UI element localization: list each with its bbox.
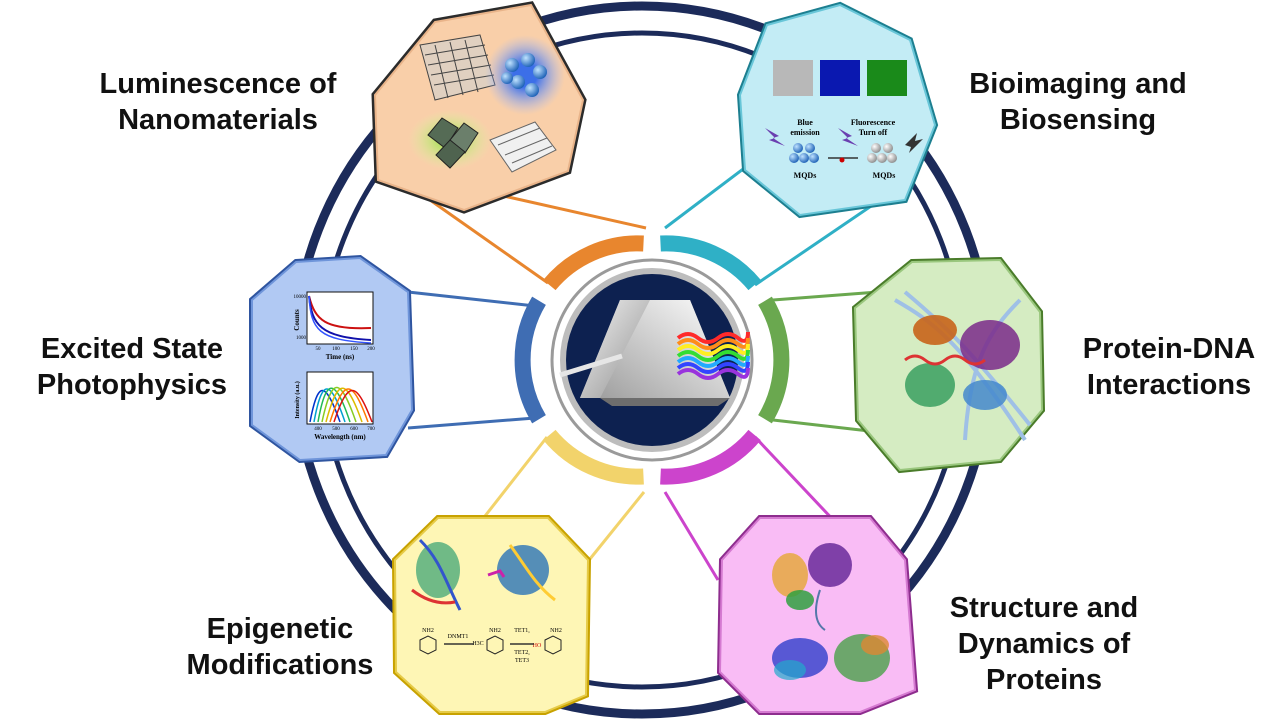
dna-enzyme-complex-icon — [411, 538, 556, 611]
decay-ytick: 10000 — [294, 295, 307, 300]
label-line: Structure and — [949, 592, 1139, 624]
octagon-epigenetic: NH2 NH2 NH2 H3C HO DNMT1 TET1, TET2, TET… — [391, 515, 592, 715]
lightning-bolt-icon — [905, 133, 923, 153]
label-line: Luminescence of — [99, 68, 337, 100]
blue-fluorescence-micrograph-image — [820, 60, 860, 96]
protein-ribbon-icon — [904, 315, 1020, 410]
brightfield-micrograph-image — [773, 60, 813, 96]
blue-nanoparticle-icon — [485, 35, 565, 115]
lightning-bolt-icon — [838, 128, 858, 146]
h3c-group-label: H3C — [472, 641, 483, 647]
label-line: Photophysics — [36, 369, 228, 401]
emission-spectrum-plot: Intensity (a.u.) 400 500 600 700 Wavelen… — [294, 371, 375, 441]
label-protein-dna: Protein-DNA Interactions — [1058, 331, 1280, 403]
decay-xtick: 100 — [332, 347, 340, 352]
nh2-group-label: NH2 — [550, 628, 562, 634]
octagon-excited: Counts 10000 1000 50 100 150 200 Time (n… — [249, 254, 416, 464]
left-mqds-label: MQDs — [794, 171, 817, 180]
grey-mqd-cluster-icon — [867, 143, 897, 163]
turn-off-caption-2: Turn off — [859, 128, 888, 137]
center-prism-emblem — [550, 258, 754, 462]
blue-emission-caption-2: emission — [790, 128, 820, 137]
decay-plot: Counts 10000 1000 50 100 150 200 Time (n… — [293, 291, 375, 361]
decay-xlabel: Time (ns) — [326, 353, 355, 361]
decay-xtick: 200 — [367, 347, 375, 352]
tet-label: TET1, — [514, 628, 530, 634]
blue-emission-caption-1: Blue — [797, 118, 813, 127]
protein-structure-icon — [772, 543, 852, 631]
label-proteins: Structure and Dynamics of Proteins — [928, 590, 1160, 698]
cytosine-structures — [419, 635, 562, 655]
lightning-bolt-icon — [765, 128, 785, 146]
ho-group-label: HO — [533, 643, 542, 649]
graphene-nanoribbon-icon — [489, 121, 557, 173]
spectrum-waves — [676, 331, 750, 380]
spectrum-xtick: 700 — [367, 427, 375, 432]
label-epigenetic: Epigenetic Modifications — [164, 611, 396, 683]
analyte-dot-icon — [839, 157, 845, 163]
octagon-proteins — [716, 515, 919, 715]
octagon-bioimaging: Blue emission Fluorescence Turn off MQDs… — [736, 1, 939, 219]
label-line: Proteins — [985, 664, 1103, 696]
label-line: Interactions — [1086, 369, 1252, 401]
label-line: Bioimaging and — [969, 68, 1187, 100]
spectrum-xtick: 600 — [350, 427, 358, 432]
label-line: Excited State — [40, 333, 224, 365]
label-line: Biosensing — [999, 104, 1157, 136]
nh2-group-label: NH2 — [489, 628, 501, 634]
right-mqds-label: MQDs — [873, 171, 896, 180]
hub-arcs — [514, 235, 790, 485]
decay-ylabel: Counts — [293, 309, 301, 331]
label-excited: Excited State Photophysics — [12, 331, 252, 403]
decay-xtick: 50 — [316, 347, 322, 352]
label-line: Protein-DNA — [1082, 333, 1256, 365]
tet-label: TET3 — [515, 658, 529, 664]
spectrum-xtick: 500 — [332, 427, 340, 432]
nh2-group-label: NH2 — [422, 628, 434, 634]
decay-ytick: 1000 — [296, 336, 307, 341]
label-bioimaging: Bioimaging and Biosensing — [938, 66, 1218, 138]
label-line: Epigenetic — [206, 613, 354, 645]
decay-xtick: 150 — [350, 347, 358, 352]
label-line: Modifications — [186, 649, 374, 681]
protein-structure-icon — [772, 634, 890, 682]
spectrum-xlabel: Wavelength (nm) — [314, 433, 366, 441]
dnmt1-label: DNMT1 — [448, 634, 469, 640]
perovskite-crystal-icon — [408, 110, 492, 170]
spectrum-xtick: 400 — [314, 427, 322, 432]
octagon-protein-dna — [851, 256, 1046, 474]
tet-label: TET2, — [514, 650, 530, 656]
octagon-luminescence — [371, 1, 587, 214]
label-line: Nanomaterials — [118, 104, 318, 136]
label-line: Dynamics of — [957, 628, 1131, 660]
green-fluorescence-micrograph-image — [867, 60, 907, 96]
label-luminescence: Luminescence of Nanomaterials — [78, 66, 358, 138]
blue-mqd-cluster-icon — [789, 143, 819, 163]
turn-off-caption-1: Fluorescence — [851, 118, 896, 127]
spectrum-ylabel: Intensity (a.u.) — [294, 381, 301, 419]
